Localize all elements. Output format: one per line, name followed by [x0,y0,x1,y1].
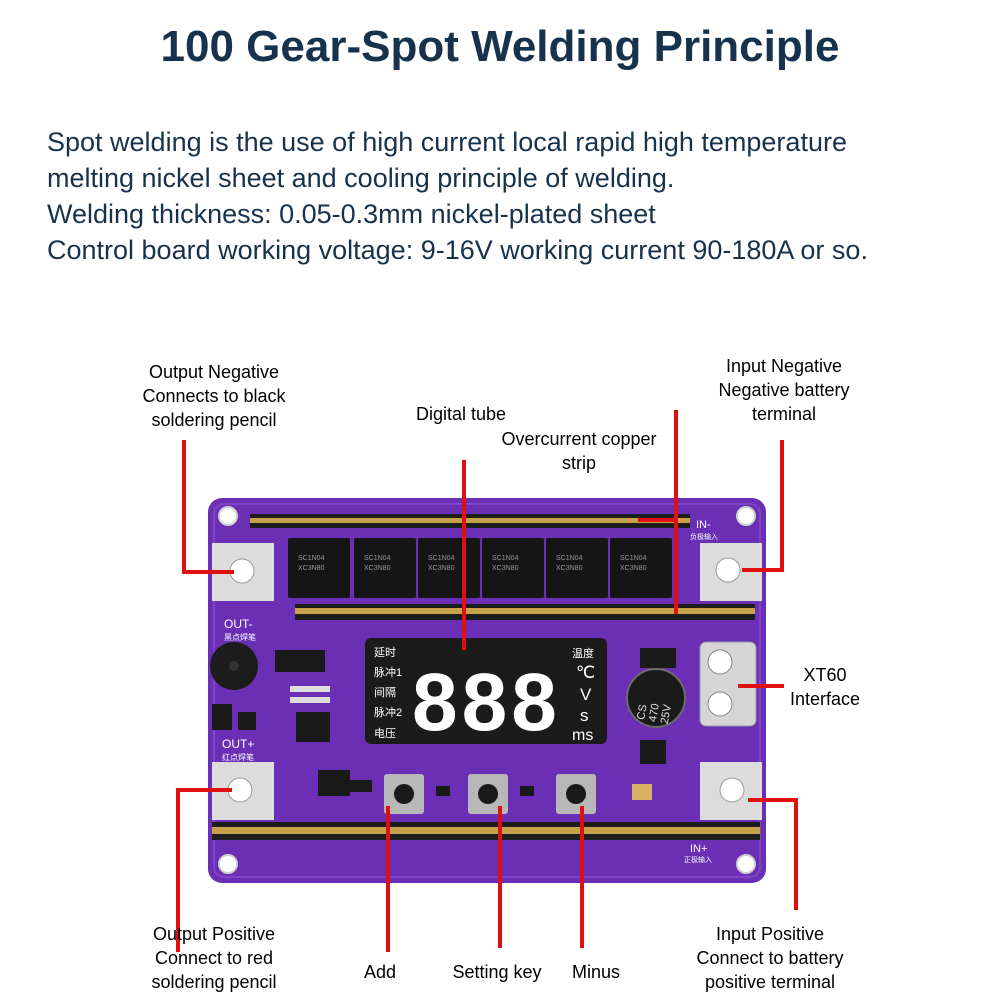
label-input-negative: Input Negative Negative battery terminal [718,356,850,424]
label-output-positive: Output Positive Connect to red soldering… [151,924,277,992]
silk-out-minus-cn: 黑点焊笔 [224,632,256,642]
label-output-negative: Output Negative Connects to black solder… [142,362,286,430]
button-add [384,774,424,814]
button-minus [556,774,596,814]
svg-text:25V: 25V [659,703,674,725]
digital-tube: 延时 脉冲1 间隔 脉冲2 电压 888 温度 ℃ V s ms [365,638,607,748]
leader-input-negative [742,440,784,572]
svg-text:CS: CS [635,704,649,721]
silk-in-minus: IN- [696,519,711,531]
svg-text:XC3N80: XC3N80 [364,565,391,572]
svg-text:SC1N04: SC1N04 [428,555,455,562]
svg-text:电压: 电压 [374,727,396,740]
label-setting-key: Setting key [452,962,542,982]
silk-out-plus: OUT+ [222,737,254,751]
svg-text:℃: ℃ [576,663,595,682]
label-input-positive: Input Positive Connect to battery positi… [696,924,844,992]
label-overcurrent: Overcurrent copper strip [501,429,657,473]
svg-text:470: 470 [647,703,662,723]
svg-text:ms: ms [572,727,593,744]
ic-chip [296,712,330,742]
svg-text:间隔: 间隔 [374,686,396,699]
svg-text:XC3N80: XC3N80 [492,565,519,572]
intro-line-3: Welding thickness: 0.05-0.3mm nickel-pla… [47,199,656,229]
svg-text:延时: 延时 [374,646,396,659]
leader-lines [176,410,798,952]
intro-text: Spot welding is the use of high current … [47,124,977,268]
silk-in-plus-cn: 正极输入 [684,855,712,864]
svg-text:SC1N04: SC1N04 [492,555,519,562]
svg-text:XC3N80: XC3N80 [620,565,647,572]
silk-out-plus-cn: 红点焊笔 [222,752,254,762]
svg-text:XC3N80: XC3N80 [428,565,455,572]
mounting-holes [218,506,756,874]
leader-output-negative [182,440,234,574]
svg-text:SC1N04: SC1N04 [364,555,391,562]
svg-text:脉冲2: 脉冲2 [374,705,402,719]
label-xt60: XT60 Interface [789,665,861,709]
silk-out-minus: OUT- [224,617,253,631]
svg-text:s: s [580,706,589,725]
page-title: 100 Gear-Spot Welding Principle [160,22,840,71]
silk-in-minus-cn: 负极输入 [690,532,718,541]
svg-text:SC1N04: SC1N04 [298,555,325,562]
button-setting [468,774,508,814]
capacitor: CS 470 25V [626,668,686,728]
label-digital-tube: Digital tube [415,404,507,424]
svg-text:V: V [580,685,592,704]
label-minus: Minus [571,962,620,982]
svg-text:温度: 温度 [572,646,594,660]
svg-text:SC1N04: SC1N04 [556,555,583,562]
silk-in-plus: IN+ [690,843,707,855]
svg-text:脉冲1: 脉冲1 [374,665,402,679]
leader-input-positive [748,798,798,910]
label-add: Add [363,962,397,982]
svg-text:XC3N80: XC3N80 [298,565,325,572]
intro-line-4: Control board working voltage: 9-16V wor… [47,235,868,265]
xt60-interface [699,641,757,727]
intro-line-1: Spot welding is the use of high current … [47,127,847,157]
svg-text:SC1N04: SC1N04 [620,555,647,562]
leader-output-positive [176,788,232,952]
display-digits: 888 [412,657,561,748]
svg-text:XC3N80: XC3N80 [556,565,583,572]
intro-line-2: melting nickel sheet and cooling princip… [47,163,675,193]
mosfet-row [288,538,672,598]
